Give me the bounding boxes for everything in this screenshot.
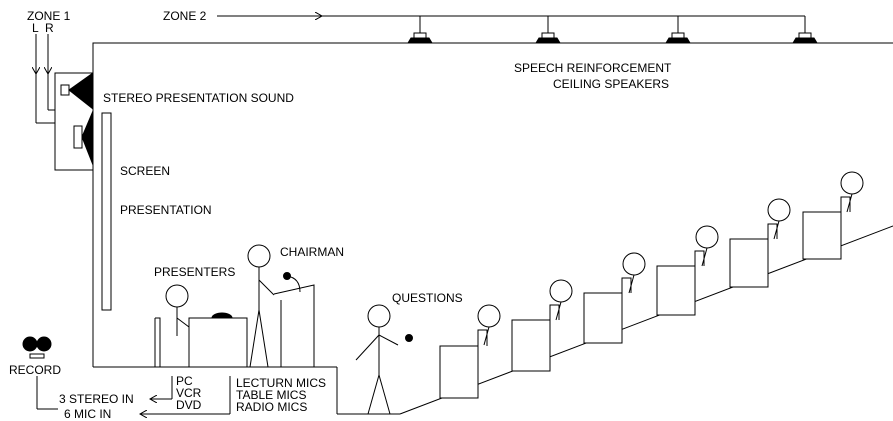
zone2-speaker-line (217, 16, 806, 33)
chairman-figure (247, 244, 315, 368)
audience-row (583, 252, 646, 344)
audience-row (656, 225, 719, 316)
zone1-right-label: R (45, 21, 54, 35)
chairman-label: CHAIRMAN (280, 245, 344, 259)
stereo-sound-label: STEREO PRESENTATION SOUND (103, 91, 294, 105)
stereo-in-label: 3 STEREO IN (59, 392, 134, 406)
vcr-label: VCR (176, 386, 202, 400)
radio-mics-label: RADIO MICS (236, 400, 307, 414)
audience-row (511, 279, 573, 372)
zone1-left-label: L (32, 21, 39, 35)
record-icon (22, 336, 52, 359)
speech-reinforcement-label: SPEECH REINFORCEMENT (514, 61, 672, 75)
zone1-label: ZONE 1 (27, 9, 71, 23)
audience-row (439, 304, 501, 399)
presentation-label: PRESENTATION (120, 203, 212, 217)
presenter-figure (154, 284, 248, 368)
record-label: RECORD (9, 363, 61, 377)
input-routing-lines (36, 376, 231, 414)
ceiling-speaker-icon (665, 32, 691, 44)
audience-row (729, 198, 791, 288)
lecturn-mics-label: LECTURN MICS (236, 376, 326, 390)
questioner-figure (355, 304, 413, 415)
ceiling-speakers-label: CEILING SPEAKERS (553, 77, 669, 91)
audience-row (802, 171, 864, 260)
table-mics-label: TABLE MICS (236, 388, 306, 402)
screen-label: SCREEN (120, 164, 170, 178)
mic-in-label: 6 MIC IN (64, 407, 111, 421)
pc-label: PC (176, 374, 193, 388)
ceiling-speaker-icon (407, 32, 433, 44)
ceiling-speaker-icon (792, 32, 818, 44)
dvd-label: DVD (176, 398, 202, 412)
projection-screen (101, 112, 112, 311)
questions-label: QUESTIONS (392, 291, 463, 305)
stereo-speaker-cabinet (54, 72, 94, 171)
ceiling-speaker-icon (535, 32, 561, 44)
presenters-label: PRESENTERS (154, 265, 235, 279)
zone1-feed-lines (36, 34, 55, 124)
zone2-label: ZONE 2 (163, 9, 207, 23)
